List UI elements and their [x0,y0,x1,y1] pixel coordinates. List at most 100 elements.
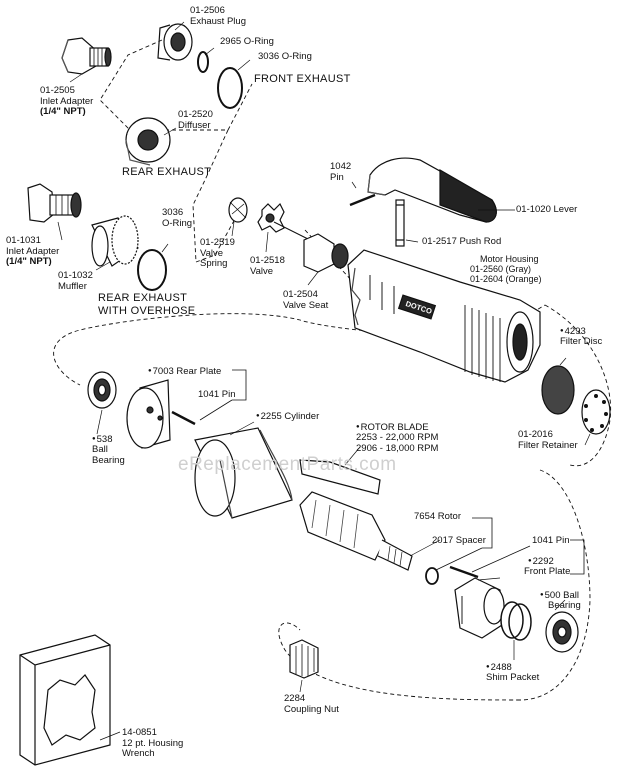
valve-seat-number: 01-2504 [283,289,318,300]
oring-3036-front-part [217,67,243,109]
cylinder-part [194,427,293,519]
coupling-nut-number: 2284 [284,693,306,704]
label-filter-disc: 4293 Filter Disc [560,326,602,348]
label-spacer: 2017 Spacer [432,535,486,546]
oring-2965-part [197,51,209,73]
oring-3036-rear-name: O-Ring [162,217,193,229]
rear-plate-part [126,379,171,449]
label-push-rod: 01-2517 Push Rod [422,236,502,247]
oring-3036-rear-part [137,249,167,291]
oring-3036-rear-number: 3036 [162,207,184,218]
label-cylinder: 2255 Cylinder [256,411,320,422]
coupling-nut-name: Coupling Nut [284,703,339,715]
ball-bearing-538-part [87,371,117,409]
valve-part [257,202,311,241]
motor-housing-gray: 01-2560 (Gray) [470,264,532,274]
ball-bearing-538-name-2: Bearing [92,454,125,466]
pin-1042-number: 1042 [330,161,352,172]
label-front-exhaust: FRONT EXHAUST [254,73,351,85]
label-rear-plate: 7003 Rear Plate [148,366,222,377]
label-pin-1041-rear: 1041 Pin [198,389,236,400]
shim-packet-name: Shim Packet [486,672,540,684]
front-plate-name: Front Plate [524,566,571,578]
label-oring-3036-front: 3036 O-Ring [258,51,312,62]
valve-seat-name: Valve Seat [283,299,329,311]
ball-bearing-500-part [545,611,579,653]
valve-name: Valve [250,265,274,277]
label-oring-2965: 2965 O-Ring [220,36,274,47]
motor-housing-orange: 01-2604 (Orange) [470,274,542,284]
valve-spring-name-2: Spring [200,258,228,269]
inlet-1031-size: (1/4" NPT) [6,256,52,267]
label-inlet-adapter-2505: 01-2505 Inlet Adapter (1/4" NPT) [40,85,94,118]
label-pin-1042: 1042 Pin [330,161,352,183]
inlet-adapter-2505-part [61,37,112,75]
filter-disc-number: 4293 [560,326,602,337]
label-oring-3036-rear: 3036 O-Ring [162,207,193,229]
label-front-plate: 2292 Front Plate [524,556,570,578]
housing-wrench-part [19,634,111,766]
front-plate-number: 2292 [524,556,570,567]
ball-bearing-538-name-1: Ball [92,444,108,456]
label-pin-1041-front: 1041 Pin [532,535,570,546]
label-rear-exhaust: REAR EXHAUST [122,166,212,178]
rotor-blade-22000: 2253 - 22,000 RPM [356,432,439,444]
label-coupling-nut: 2284 Coupling Nut [284,693,339,715]
bracket-callouts [199,369,585,575]
wrench-number: 14-0851 [122,727,157,738]
inlet-1031-name: Inlet Adapter [6,245,60,257]
ball-bearing-538-number: 538 [92,434,125,445]
label-shim-packet: 2488 Shim Packet [486,662,539,684]
valve-number: 01-2518 [250,255,285,266]
diffuser-name: Diffuser [178,119,211,131]
leader-lines [57,21,591,741]
motor-housing-part [347,249,541,383]
diffuser-part [125,117,171,166]
ball-bearing-500-line1: 500 Ball [540,590,581,601]
coupling-nut-part [289,639,319,679]
inlet-2505-number: 01-2505 [40,85,75,96]
exhaust-plug-part [157,23,193,61]
valve-spring-number: 01-2519 [200,237,235,248]
inlet-2505-name: Inlet Adapter [40,95,94,107]
motor-housing-title: Motor Housing [480,254,539,264]
rotor-blade-18000: 2906 - 18,000 RPM [356,442,439,454]
push-rod-part [395,199,405,247]
wrench-name-1: 12 pt. Housing [122,737,184,749]
filter-retainer-part [581,389,611,435]
shim-packet-part [500,601,532,641]
wrench-name-2: Wrench [122,748,155,759]
rear-exhaust-overhose-line1: REAR EXHAUST [98,292,188,304]
inlet-2505-size: (1/4" NPT) [40,106,86,117]
label-valve-seat: 01-2504 Valve Seat [283,289,329,311]
inlet-adapter-1031-part [27,183,82,223]
label-rotor-blade: ROTOR BLADE 2253 - 22,000 RPM 2906 - 18,… [356,422,438,454]
pin-1041-rear-part [171,410,196,426]
valve-seat-part [303,233,349,273]
label-motor-housing: Motor Housing 01-2560 (Gray) 01-2604 (Or… [470,254,542,284]
label-housing-wrench: 14-0851 12 pt. Housing Wrench [122,727,184,760]
label-rear-exhaust-overhose: REAR EXHAUST WITH OVERHOSE [98,292,195,318]
label-exhaust-plug: 01-2506 Exhaust Plug [190,5,246,27]
label-inlet-adapter-1031: 01-1031 Inlet Adapter (1/4" NPT) [6,235,60,268]
label-rotor: 7654 Rotor [414,511,462,522]
valve-spring-part [228,197,248,223]
label-lever: 01-1020 Lever [516,204,578,215]
pin-1041-front-part [449,565,479,579]
label-muffler: 01-1032 Muffler [58,270,93,292]
muffler-part [91,215,139,267]
muffler-name: Muffler [58,280,87,292]
label-valve: 01-2518 Valve [250,255,285,277]
watermark: eReplacementParts.com [178,454,397,475]
spacer-part [425,567,439,585]
label-ball-bearing-538: 538 Ball Bearing [92,434,125,466]
filter-disc-part [541,365,575,415]
rotor-blade-part [299,459,381,495]
label-diffuser: 01-2520 Diffuser [178,109,213,131]
front-plate-part [454,577,505,639]
diffuser-number: 01-2520 [178,109,213,120]
inlet-1031-number: 01-1031 [6,235,41,246]
rear-exhaust-overhose-line2: WITH OVERHOSE [98,305,196,317]
